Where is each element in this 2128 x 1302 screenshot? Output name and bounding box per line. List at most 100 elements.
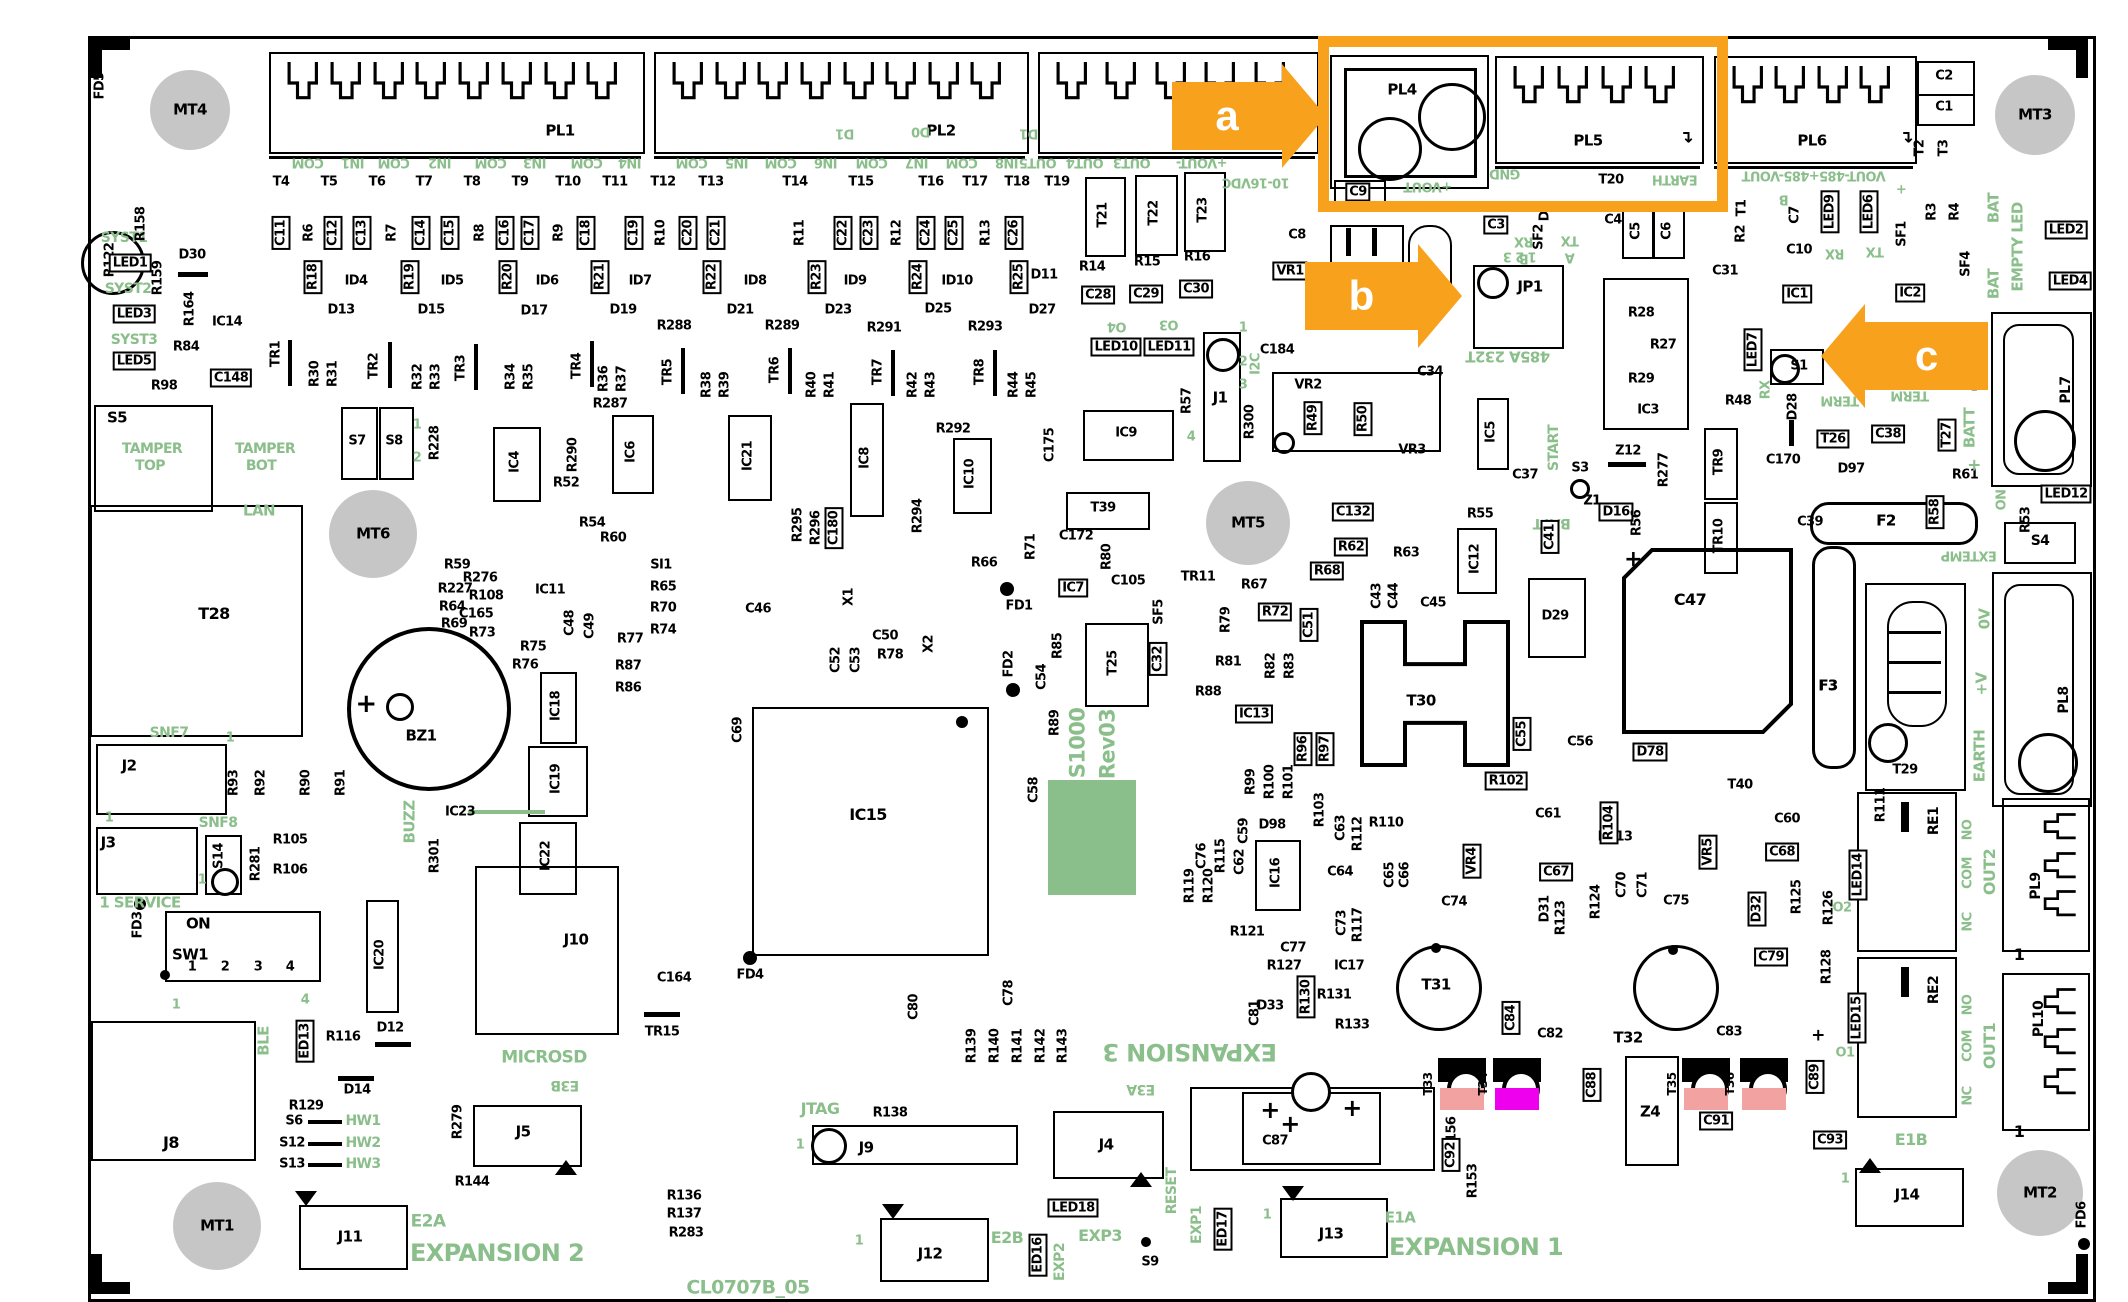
ref-r16: R16 <box>1183 249 1211 265</box>
ref-o4: O4 <box>1107 318 1127 334</box>
ref-r53: R53 <box>2018 506 2034 534</box>
ref-r136: R136 <box>666 1188 702 1204</box>
ref-tr7: TR7 <box>870 358 886 386</box>
ref-c78: C78 <box>1001 980 1017 1006</box>
ref-f2: F2 <box>1876 511 1896 530</box>
ref-r143: R143 <box>1055 1028 1071 1064</box>
small-circle-mark <box>811 1128 847 1164</box>
callout-arrow-tip-c <box>1821 304 1865 408</box>
ref-r73: R73 <box>468 625 496 641</box>
ref-r300: R300 <box>1242 404 1258 440</box>
ref-emptyled: EMPTY LED <box>2008 202 2027 292</box>
ref-t6: T6 <box>368 174 386 190</box>
connector-pl9 <box>2002 798 2090 952</box>
ref-c70: C70 <box>1614 872 1630 898</box>
ref-4: 4 <box>300 992 310 1008</box>
ref-t8: T8 <box>463 174 481 190</box>
component-bar-mark <box>178 272 208 277</box>
ref-led10: LED10 <box>1090 337 1142 357</box>
ref-c61: C61 <box>1535 806 1561 822</box>
ref-r141: R141 <box>1010 1028 1026 1064</box>
ref-o1: O1 <box>1835 1045 1856 1061</box>
ref-r65: R65 <box>649 579 677 595</box>
component-outline <box>96 827 198 895</box>
connector-label-pl1: PL1 <box>545 121 575 140</box>
ref-c65: C65 <box>1382 862 1398 888</box>
ref-c43: C43 <box>1369 583 1385 609</box>
component-outline <box>475 866 619 1035</box>
ref-tr3: TR3 <box>453 354 469 382</box>
ref-c12: C12 <box>323 216 343 250</box>
buzzer-outline <box>347 627 511 791</box>
ref-s14: S14 <box>211 843 227 869</box>
ref-s4: S4 <box>2030 533 2050 549</box>
pin1-triangle-icon <box>1859 1158 1881 1173</box>
component-outline <box>299 1205 408 1270</box>
ref-ed17: ED17 <box>1213 1207 1233 1251</box>
ref-r69: R69 <box>440 616 468 632</box>
ref-c68: C68 <box>1765 842 1799 862</box>
terminal-slot-icon <box>1817 66 1848 104</box>
ref-r289: R289 <box>764 318 800 334</box>
terminal-slot-icon <box>2043 1068 2076 1095</box>
fiducial-dot <box>1006 683 1020 697</box>
terminal-slot-icon <box>1513 66 1544 104</box>
terminal-slot-icon <box>415 62 447 100</box>
connector-baseline <box>1038 156 1315 159</box>
ref-t4: T4 <box>272 174 290 190</box>
ref-t23: T23 <box>1195 197 1211 223</box>
ref-t15: T15 <box>848 174 874 190</box>
connector-pl10 <box>2002 973 2090 1131</box>
ref-r30: R30 <box>307 360 323 388</box>
component-outline <box>1066 492 1150 530</box>
pin1-triangle-icon <box>1282 1186 1304 1201</box>
mount-hole-mt3 <box>1995 75 2075 155</box>
ref-led18: LED18 <box>1047 1198 1099 1218</box>
ref-r18: R18 <box>303 259 323 295</box>
ref-x2: X2 <box>921 635 937 653</box>
ref-r63: R63 <box>1392 545 1420 561</box>
ref-c50: C50 <box>872 628 898 644</box>
component-outline <box>1203 332 1241 462</box>
ref-c165: C165 <box>458 606 494 622</box>
ref-tamper: TAMPER <box>121 441 183 457</box>
ref-r228: R228 <box>427 425 443 461</box>
fiducial-dot <box>1431 943 1441 953</box>
ref-c53: C53 <box>848 647 864 673</box>
ref-fd5: FD5 <box>92 72 108 100</box>
ref-t28: T28 <box>198 604 230 623</box>
ref-r37: R37 <box>614 365 630 393</box>
ref-r7: R7 <box>384 224 400 242</box>
ref-s12: S12 <box>279 1135 305 1151</box>
ref-led7: LED7 <box>1743 328 1763 372</box>
capacitor-c47-label: C47 <box>1673 590 1707 609</box>
component-bar-mark <box>891 350 895 396</box>
pin1-label: 1 <box>2013 1122 2025 1141</box>
ref-z4: Z4 <box>1639 1102 1661 1121</box>
ref-hw3: HW3 <box>345 1156 381 1172</box>
ref-rx: RX <box>1825 245 1845 261</box>
terminal-slot-icon <box>2043 1028 2076 1055</box>
ref-c15: C15 <box>440 216 460 250</box>
blob-label-t36: T36 <box>1723 1072 1737 1096</box>
ref-r82: R82 <box>1263 652 1279 680</box>
ref-r96: R96 <box>1293 731 1313 767</box>
ref-reset: RESET <box>1164 1167 1180 1215</box>
fuse-label-f3: F3 <box>1818 676 1838 695</box>
connector-baseline <box>1495 166 1700 169</box>
ref-led14: LED14 <box>1848 849 1868 901</box>
ref-com: COM <box>765 154 797 170</box>
ref-ic12: IC12 <box>1467 543 1483 575</box>
ref-c84: C84 <box>1501 1001 1521 1035</box>
ref-r2: R2 <box>1733 225 1749 243</box>
ref-d13: D13 <box>327 302 355 318</box>
t29-cell-line <box>1889 691 1941 694</box>
terminal-slot-icon <box>2043 851 2076 878</box>
ref-r44: R44 <box>1006 371 1022 399</box>
mount-hole-mt1 <box>173 1182 261 1270</box>
ref-r129: R129 <box>288 1098 324 1114</box>
ref-vr2: VR2 <box>1294 377 1322 393</box>
ref-c59: C59 <box>1236 818 1252 844</box>
ref-r277: R277 <box>1656 452 1672 488</box>
pl4-pin-hole <box>1418 83 1486 151</box>
